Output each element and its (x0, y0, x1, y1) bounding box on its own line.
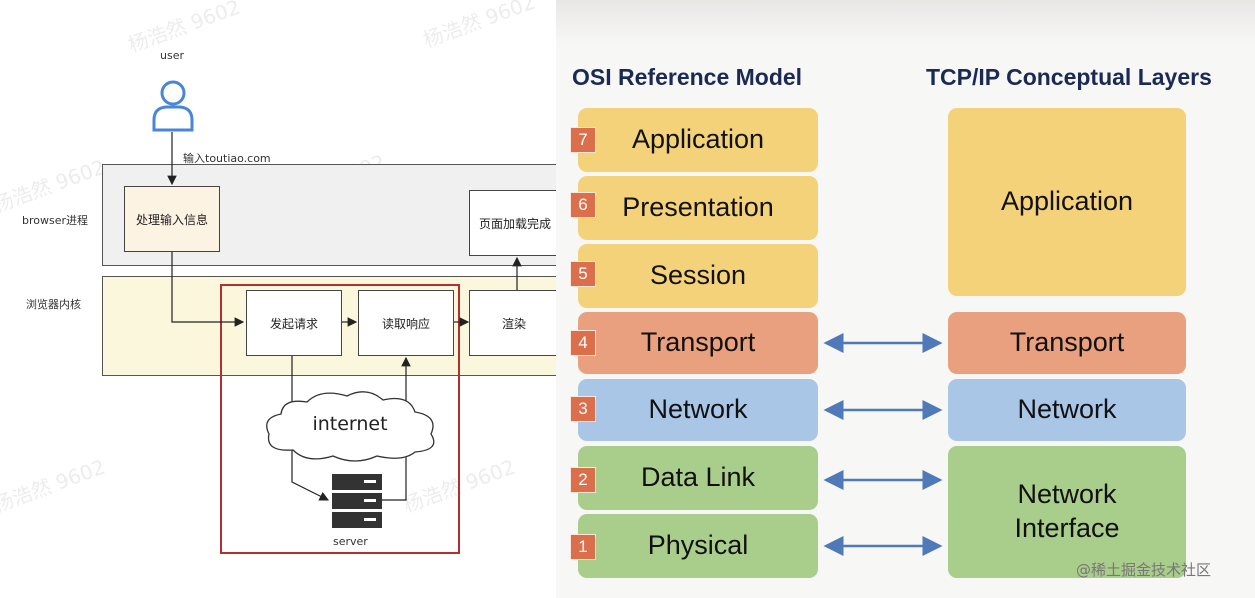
osi-layer-session: Session (578, 244, 818, 308)
node-read-response: 读取响应 (358, 290, 454, 356)
cloud-label: internet (312, 413, 388, 435)
osi-heading: OSI Reference Model (572, 64, 803, 90)
layer-number-badge: 4 (570, 330, 596, 356)
tcpip-layer-network: Network (948, 379, 1186, 441)
browser-process-label: browser进程 (22, 214, 89, 227)
layer-number-badge: 5 (570, 261, 596, 287)
source-credit: @稀土掘金技术社区 (1076, 561, 1212, 579)
osi-layer-network: Network (578, 379, 818, 441)
user-icon (152, 80, 194, 132)
node-render: 渲染 (469, 290, 560, 356)
layer-number-badge: 2 (570, 467, 596, 493)
browser-flow-diagram: 杨浩然 9602 杨浩然 9602 杨浩然 9602 杨浩然 9602 杨浩然 … (0, 0, 560, 598)
layer-number-badge: 7 (570, 127, 596, 153)
tcpip-heading: TCP/IP Conceptual Layers (926, 64, 1212, 90)
server-icon (332, 474, 382, 528)
renderer-lane-label: 浏览器内核 (26, 298, 81, 311)
tcpip-layer-network-interface: Network Interface (948, 446, 1186, 578)
node-handle-input: 处理输入信息 (124, 186, 220, 252)
osi-tcpip-comparison: OSI Reference Model TCP/IP Conceptual La… (556, 0, 1255, 598)
network-frame (220, 284, 460, 554)
layer-number-badge: 1 (570, 534, 596, 560)
node-send-request: 发起请求 (246, 290, 342, 356)
layer-number-badge: 3 (570, 396, 596, 422)
osi-layer-application: Application (578, 108, 818, 172)
osi-layer-data-link: Data Link (578, 446, 818, 510)
node-page-loaded: 页面加载完成 (469, 190, 560, 256)
layer-mapping-arrows (823, 333, 943, 556)
tcpip-layer-application: Application (948, 108, 1186, 296)
tcpip-layer-transport: Transport (948, 312, 1186, 374)
osi-layer-physical: Physical (578, 514, 818, 578)
input-url-label: 输入toutiao.com (183, 152, 271, 165)
server-label: server (333, 535, 368, 548)
layer-number-badge: 6 (570, 192, 596, 218)
background-band (556, 0, 1255, 44)
cloud-icon (266, 391, 435, 462)
osi-layer-presentation: Presentation (578, 176, 818, 240)
osi-layer-transport: Transport (578, 312, 818, 374)
user-label: user (160, 49, 184, 62)
